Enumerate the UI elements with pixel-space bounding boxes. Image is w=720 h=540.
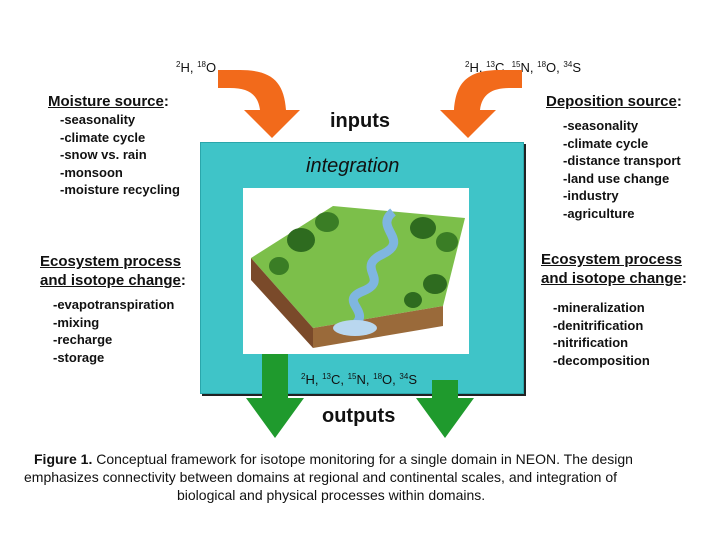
list-item: -seasonality xyxy=(60,112,136,127)
list-item: -decomposition xyxy=(553,352,650,368)
list-item: -storage xyxy=(53,349,105,365)
list-item: -evapotranspiration xyxy=(53,297,175,312)
tree xyxy=(436,232,458,252)
figure-caption: Figure 1. Conceptual framework for isoto… xyxy=(24,450,704,504)
left-input-arrow xyxy=(218,70,300,138)
watershed-illustration xyxy=(243,188,469,354)
inputs-label: inputs xyxy=(330,110,390,132)
list-item: -mixing xyxy=(53,314,100,330)
list-item: -land use change xyxy=(563,170,670,186)
caption-line-2: emphasizes connectivity between domains … xyxy=(24,469,618,485)
deposition-source-title: Deposition source: xyxy=(546,93,682,110)
list-item: -nitrification xyxy=(553,335,629,350)
tree xyxy=(287,228,315,252)
list-item: -climate cycle xyxy=(563,135,649,151)
eco-right-list: -mineralization -denitrification -nitrif… xyxy=(553,299,650,369)
tree xyxy=(269,257,289,275)
list-item: -recharge xyxy=(53,332,113,347)
tree xyxy=(410,217,436,239)
caption-line-3: biological and physical processes within… xyxy=(177,487,486,503)
tree xyxy=(404,292,422,308)
bottom-isotopes: 2H, 13C, 15N, 18O, 34S xyxy=(301,372,417,387)
top-right-isotopes: 2H, 13C, 15N, 18O, 34S xyxy=(465,60,581,75)
right-output-arrow xyxy=(416,380,474,438)
list-item: -monsoon xyxy=(60,164,123,180)
list-item: -snow vs. rain xyxy=(60,147,147,162)
left-output-arrow xyxy=(246,354,304,438)
isotope-sup: 2H, xyxy=(176,60,198,75)
terrain-side xyxy=(313,306,443,348)
groundwater-pool xyxy=(333,320,377,336)
tree xyxy=(315,212,339,232)
eco-right-title: Ecosystem process and isotope change: xyxy=(541,251,687,287)
list-item: -industry xyxy=(563,188,619,203)
input-arrows xyxy=(218,70,522,138)
list-item: -agriculture xyxy=(563,205,635,221)
eco-left-title: Ecosystem process and isotope change: xyxy=(40,253,186,289)
tree xyxy=(423,274,447,294)
outputs-label: outputs xyxy=(322,405,396,427)
eco-left-list: -evapotranspiration -mixing -recharge -s… xyxy=(53,296,174,366)
moisture-source-title: Moisture source: xyxy=(48,93,169,110)
river xyxy=(348,208,399,330)
isotope-sup: 18O xyxy=(197,60,217,75)
deposition-source-list: -seasonality -climate cycle -distance tr… xyxy=(563,117,681,222)
moisture-source-list: -seasonality -climate cycle -snow vs. ra… xyxy=(60,111,180,199)
list-item: -climate cycle xyxy=(60,129,146,145)
list-item: -mineralization xyxy=(553,300,645,315)
right-input-arrow xyxy=(440,70,522,138)
list-item: -distance transport xyxy=(563,153,681,168)
list-item: -seasonality xyxy=(563,118,639,133)
integration-label: integration xyxy=(306,155,400,177)
top-left-isotopes: 2H, 18O xyxy=(176,60,216,75)
output-arrows xyxy=(246,354,474,438)
caption-line-1: Figure 1. Conceptual framework for isoto… xyxy=(34,451,633,467)
terrain-front xyxy=(251,258,313,348)
list-item: -moisture recycling xyxy=(60,182,180,197)
list-item: -denitrification xyxy=(553,317,644,333)
